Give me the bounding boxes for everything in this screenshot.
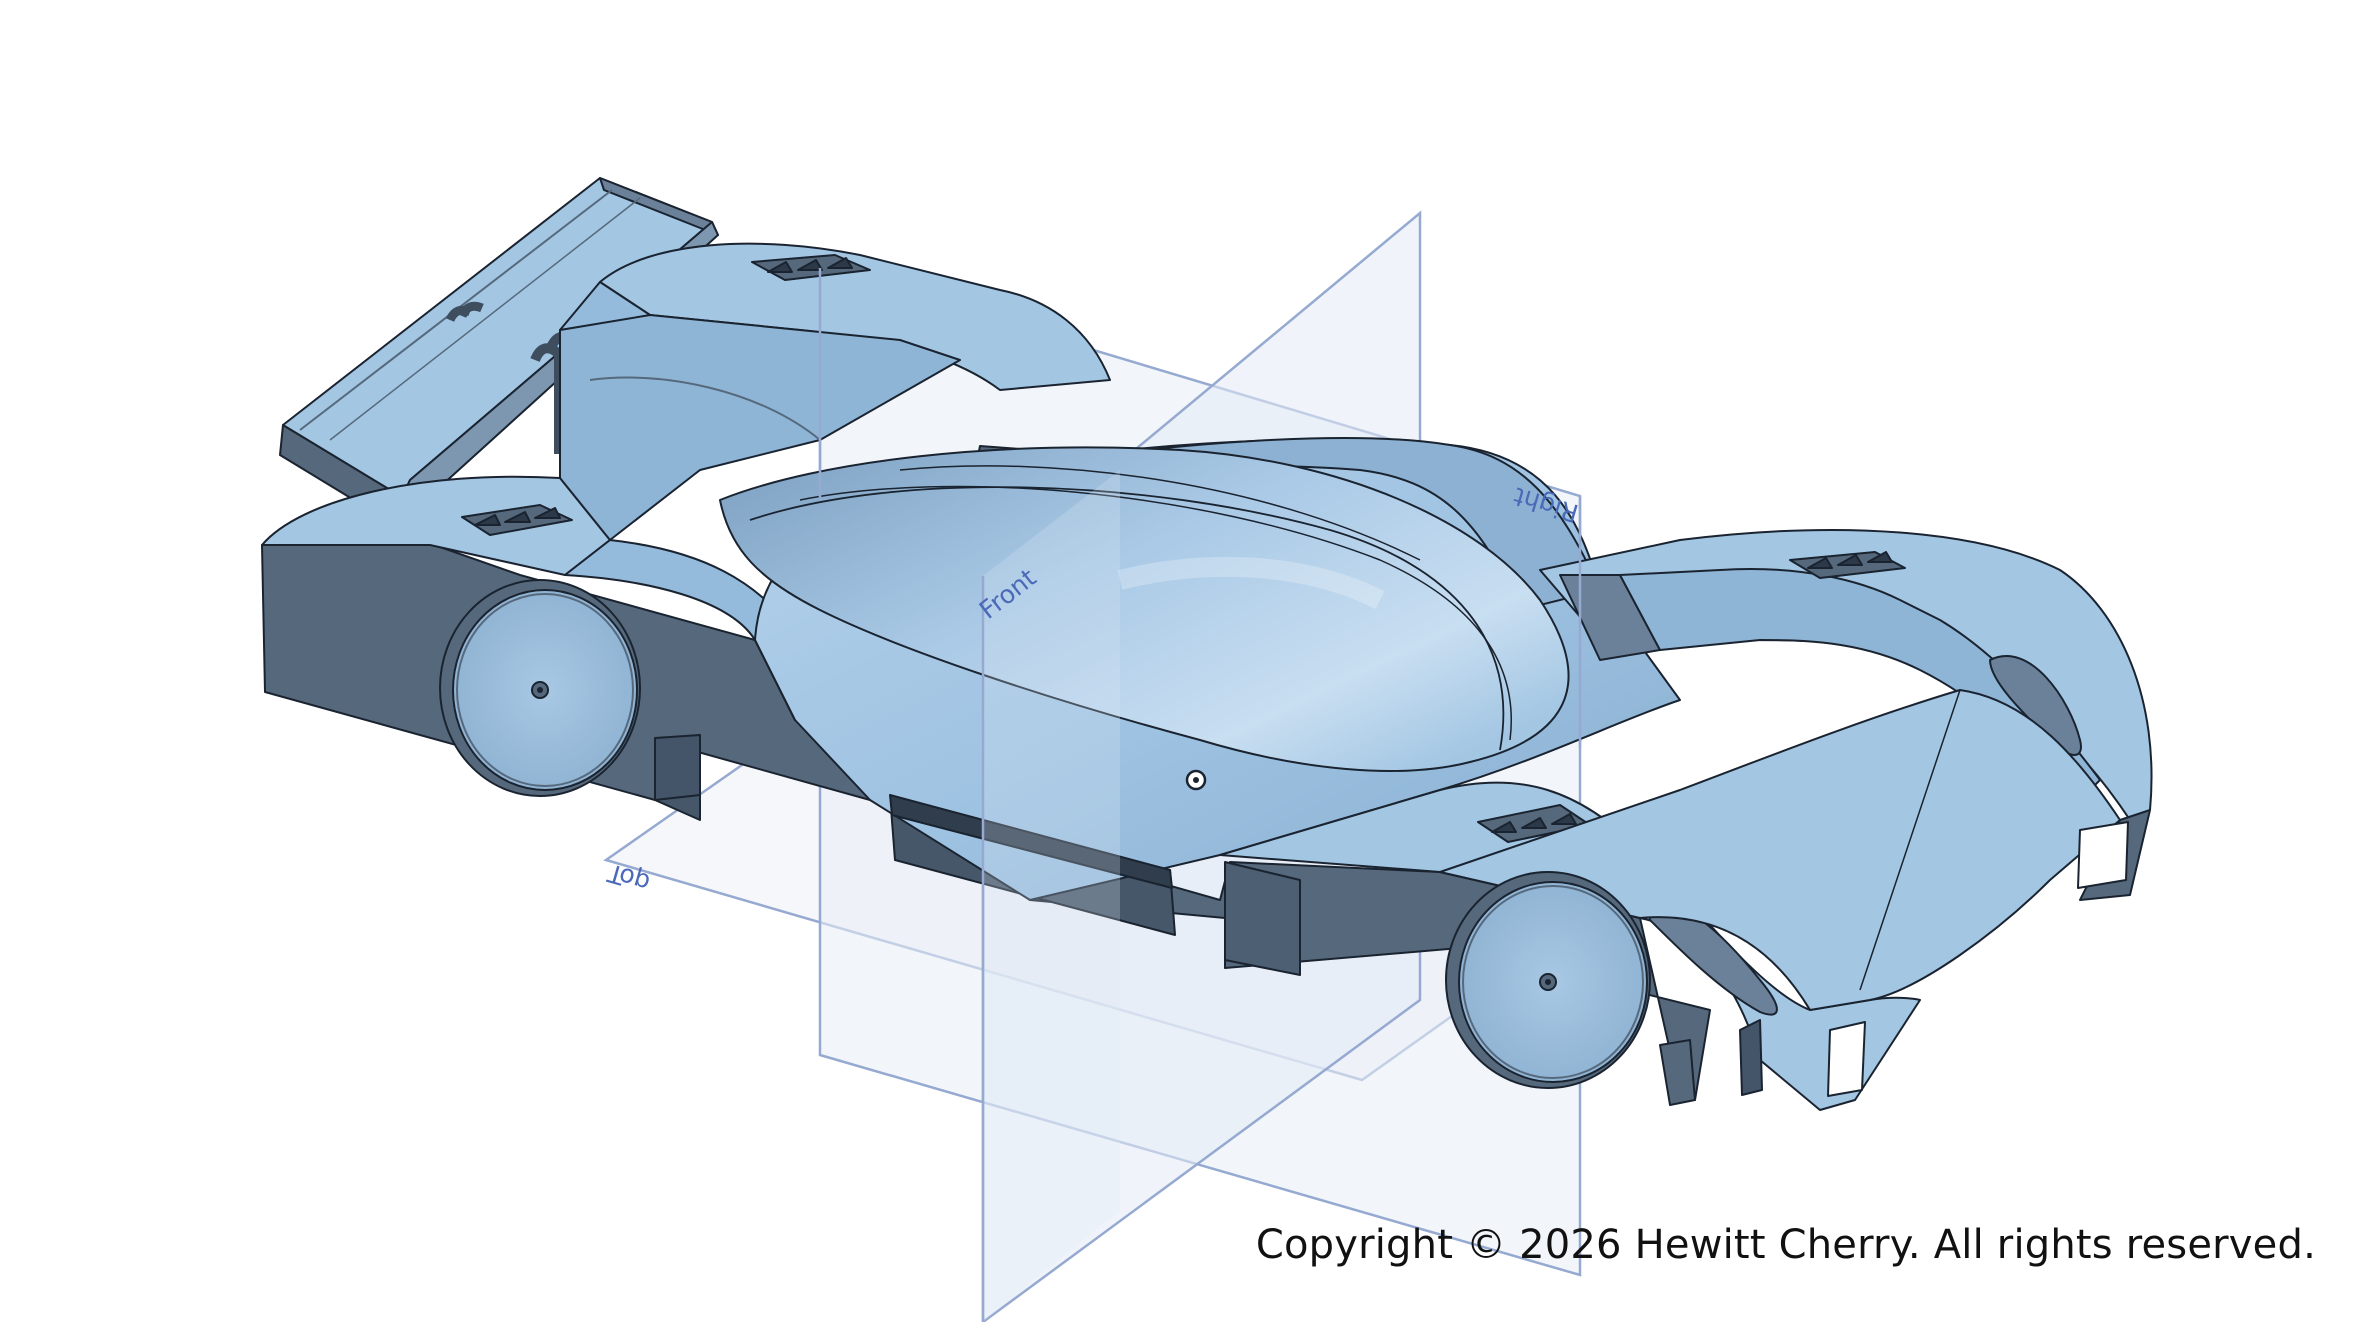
canopy [719,446,1570,772]
rear-wheel [439,579,641,797]
plane-front-overlay [981,470,1120,1322]
copyright-notice: Copyright © 2026 Hewitt Cherry. All righ… [1255,1222,2316,1268]
origin-marker[interactable] [1185,769,1207,791]
front-wheel [1445,871,1651,1089]
front-left-fender [1219,781,1921,1111]
plane-right-overlay [818,268,1582,748]
race-car-model[interactable] [261,177,2153,1111]
front-nose [1439,689,2151,1097]
front-right-fender [1539,529,2153,821]
side-intakes [654,734,1763,1096]
